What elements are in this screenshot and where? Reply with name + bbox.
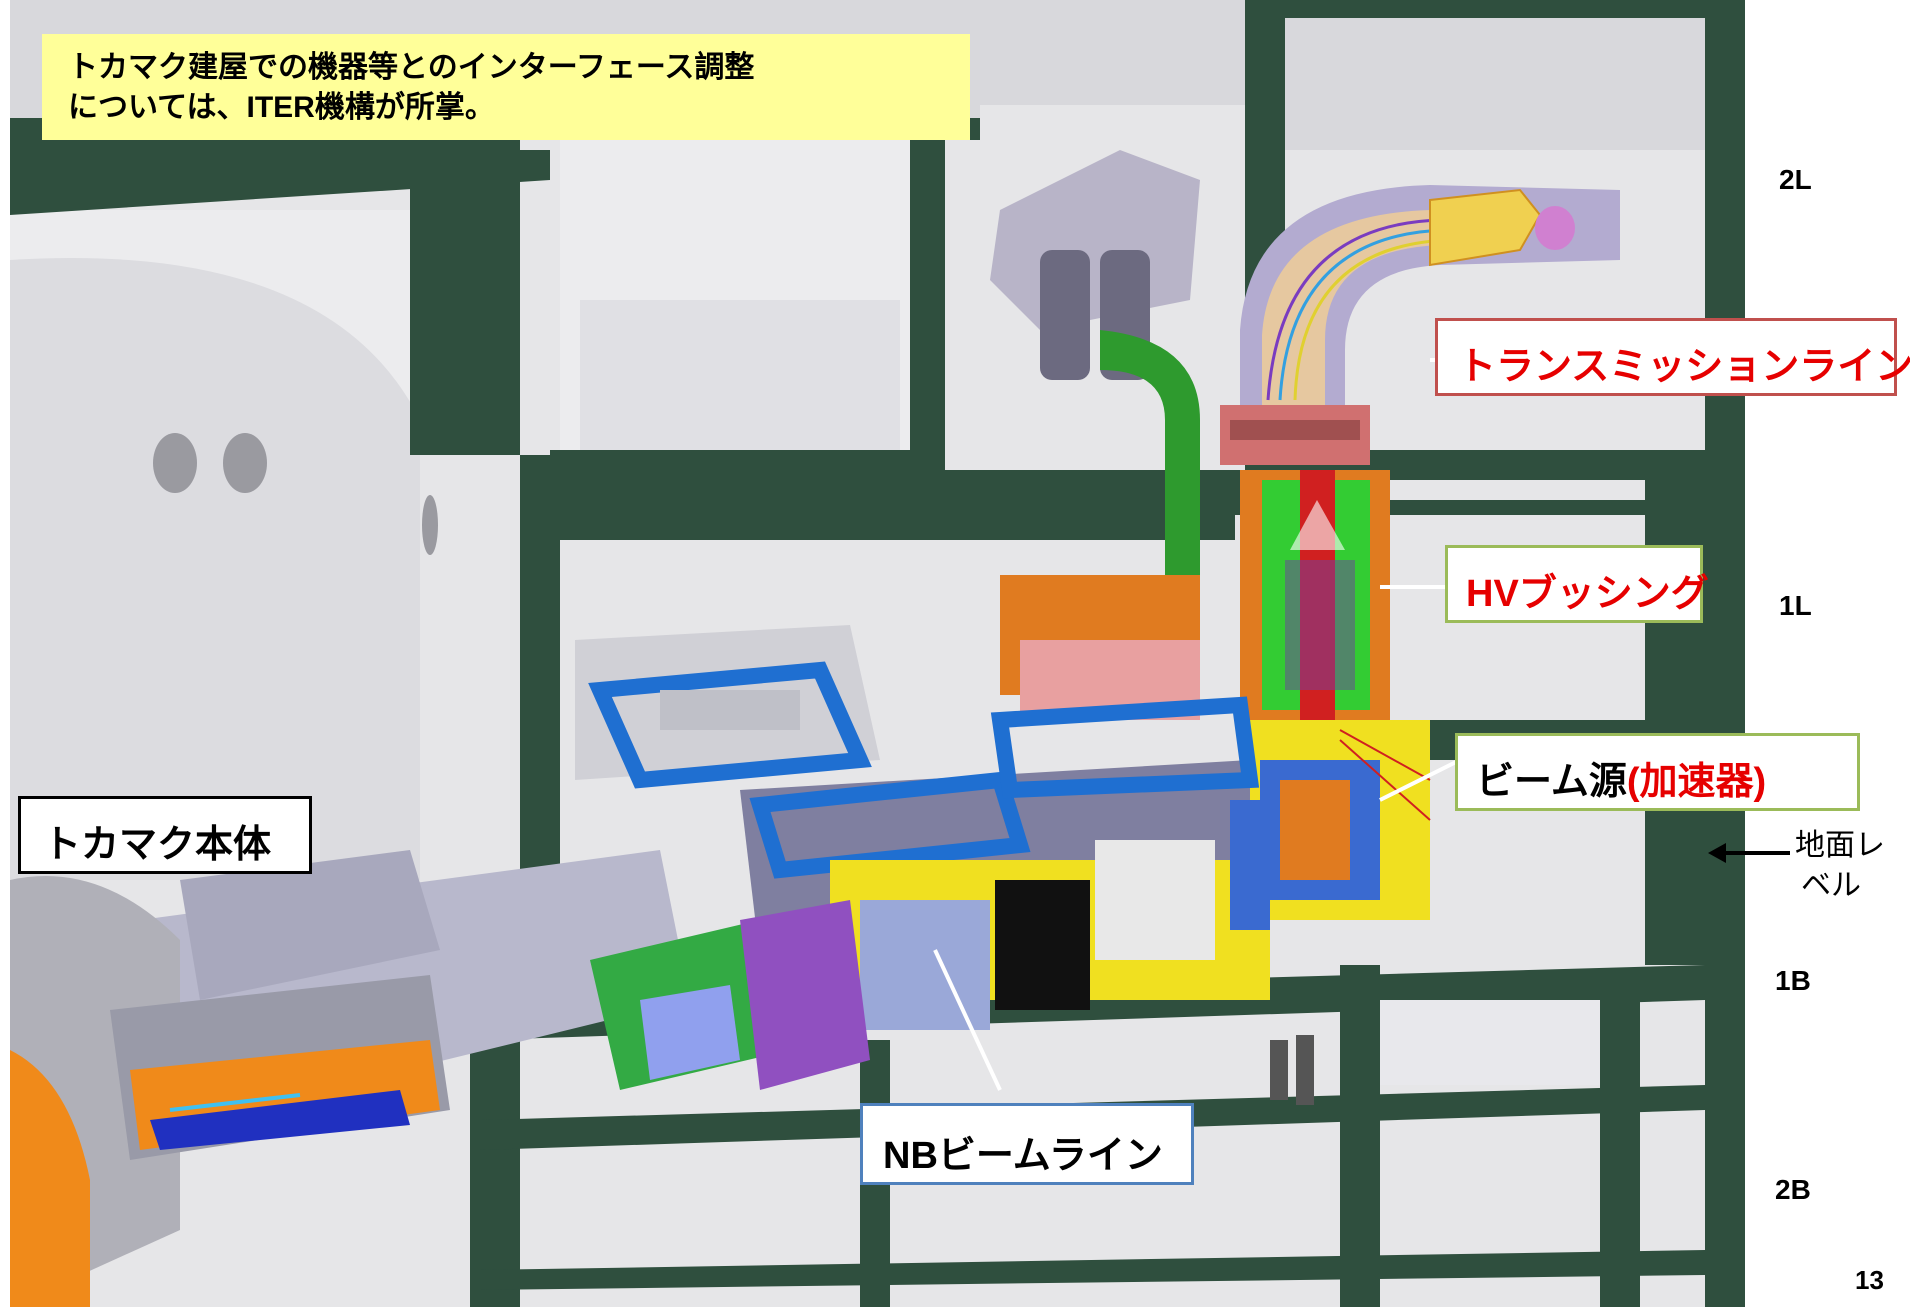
nb-beamline-label: NBビームライン xyxy=(883,1135,1163,1177)
note-line-1: トカマク建屋での機器等とのインターフェース調整 xyxy=(68,51,755,84)
beam-source-label-box: ビーム源(加速器) xyxy=(1455,733,1860,811)
hv-bushing-label-box: HVブッシング xyxy=(1445,545,1709,623)
tokamak-body-label: トカマク本体 xyxy=(43,824,272,866)
ground-level-line-1: 地面レ xyxy=(1795,829,1885,862)
floor-2l-label: 2L xyxy=(1779,164,1812,195)
note-line-2: については、ITER機構が所掌。 xyxy=(68,91,495,124)
hv-bushing-label: HVブッシング xyxy=(1466,573,1709,615)
ground-level-line-2: ベル xyxy=(1801,869,1861,902)
beam-source-label: ビーム源 xyxy=(1476,761,1627,803)
floor-1l-label: 1L xyxy=(1779,590,1812,621)
ground-level-label: 地面レ ベル xyxy=(1795,826,1885,906)
floor-1b-label: 1B xyxy=(1775,965,1811,996)
transmission-line-label: トランスミッションライン xyxy=(1458,346,1910,388)
floor-2b-label: 2B xyxy=(1775,1174,1811,1205)
interface-coordination-note: トカマク建屋での機器等とのインターフェース調整 については、ITER機構が所掌。 xyxy=(42,34,970,140)
tokamak-body-label-box: トカマク本体 xyxy=(18,796,312,874)
beam-source-accelerator-label: (加速器) xyxy=(1626,761,1767,803)
page-number: 13 xyxy=(1855,1265,1884,1295)
nb-beamline-label-box: NBビームライン xyxy=(860,1103,1194,1185)
transmission-line-label-box: トランスミッションライン xyxy=(1435,318,1910,396)
